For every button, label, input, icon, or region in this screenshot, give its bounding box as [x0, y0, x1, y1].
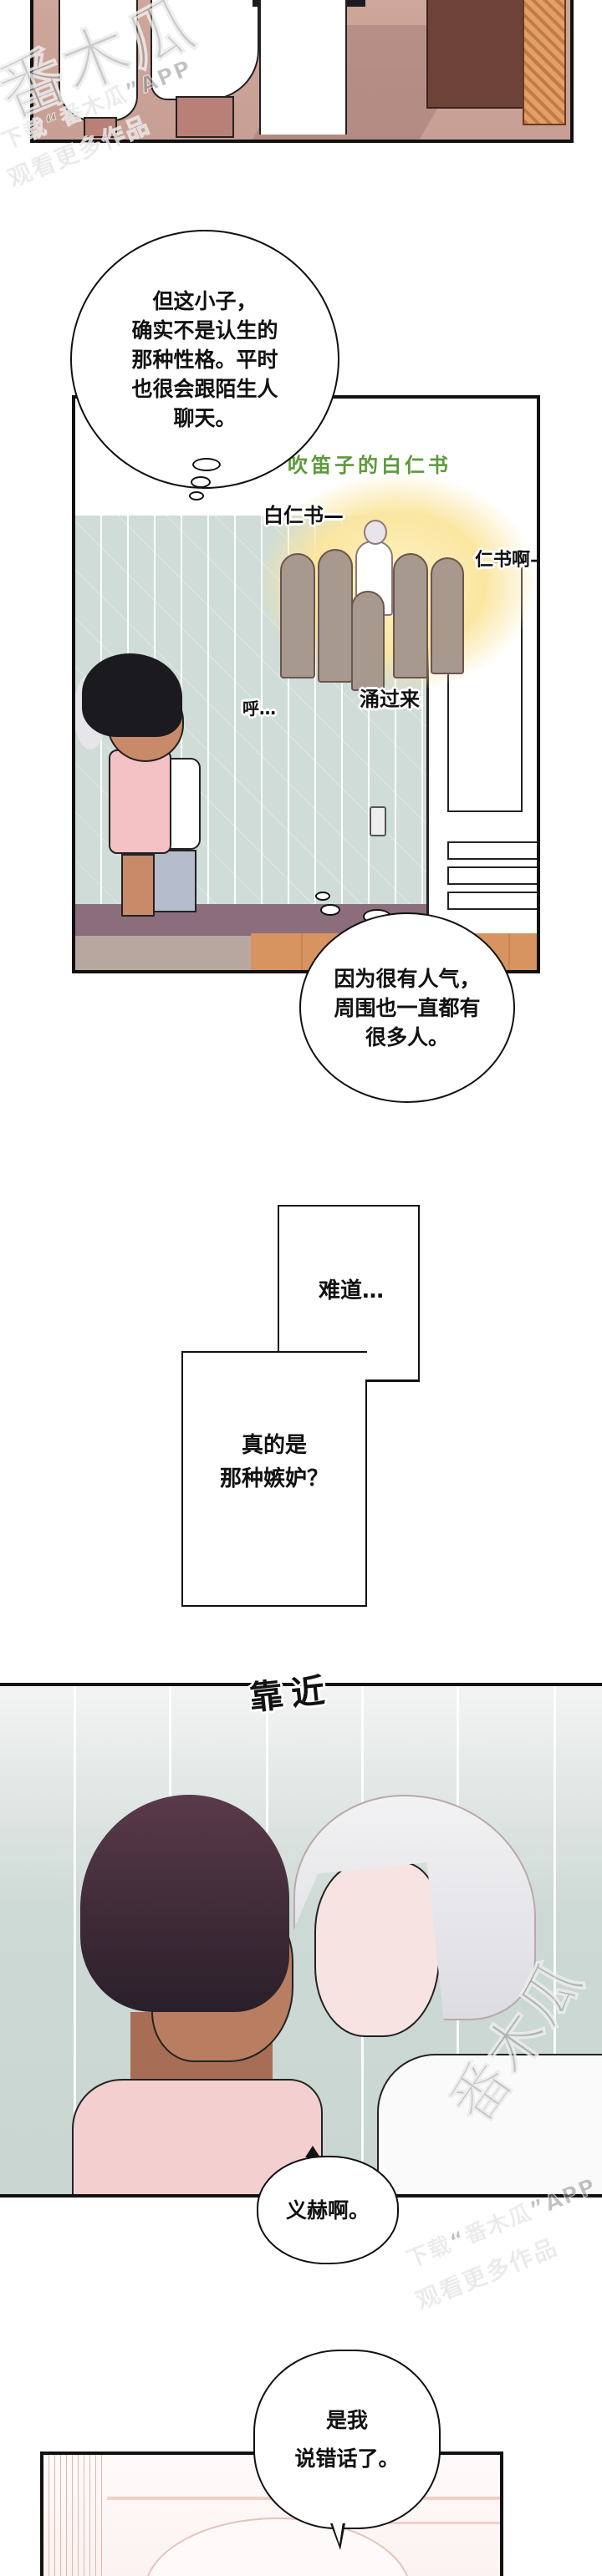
speech-bubble: 是我 说错话了。 — [253, 2350, 441, 2529]
narration-text-bottom: 真的是 那种嫉妒？ — [219, 1433, 329, 1491]
sfx-crowd: 涌过来 — [360, 688, 420, 711]
window-frame-lines — [43, 2455, 107, 2576]
narration-edge — [365, 1379, 420, 1381]
wall-stripe — [74, 1686, 76, 2194]
wooden-cabinet — [426, 0, 527, 109]
comic-panel-2: 吹笛子的白仁书 白仁书— 仁书啊— 呼… 涌过来 — [72, 395, 540, 973]
sfx-call-right: 仁书啊— — [475, 550, 537, 571]
thought-bubble: 因为很有人气， 周围也一直都有 很多人。 — [299, 912, 515, 1103]
silver-haired-man-shirt — [377, 2054, 602, 2194]
thought-text: 但这小子， 确实不是认生的 那种性格。平时 也很会跟陌生人 聊天。 — [131, 288, 278, 430]
sfx-call-left: 白仁书— — [263, 504, 344, 527]
speech-bubble: 义赫啊。 — [257, 2156, 399, 2264]
drawer — [447, 841, 537, 860]
speech-text: 是我 说错话了。 — [294, 2407, 400, 2471]
sfx-sigh: 呼… — [242, 699, 276, 719]
wall-outlet — [370, 806, 386, 836]
crowd-silhouette — [280, 553, 315, 678]
chibi-pink-shirt — [109, 749, 171, 854]
thought-bubble: 但这小子， 确实不是认生的 那种性格。平时 也很会跟陌生人 聊天。 — [70, 230, 339, 489]
chibi-pants — [150, 850, 196, 912]
speech-tail — [305, 2146, 320, 2157]
character-robe-left — [59, 0, 138, 121]
character-leg — [84, 117, 117, 138]
drawer — [447, 866, 537, 885]
character-apron — [259, 0, 347, 135]
comic-panel-1 — [30, 0, 574, 143]
lattice-screen — [523, 0, 566, 125]
crowd-silhouette — [318, 549, 353, 683]
chibi-dark-hair — [82, 653, 182, 737]
dark-haired-man-hair — [80, 1795, 289, 2012]
thought-dot — [315, 892, 330, 901]
comic-panel-3 — [0, 1683, 602, 2197]
drawer — [447, 892, 537, 910]
tile-floor — [75, 936, 251, 970]
narration-joint — [365, 1353, 367, 1381]
chibi-leg — [121, 854, 155, 917]
crowd-silhouette — [431, 557, 464, 674]
narration-text-top: 难道… — [318, 1278, 384, 1303]
caption-flute-boy: 吹笛子的白仁书 — [288, 454, 452, 477]
character-leg — [176, 96, 234, 138]
thought-text: 因为很有人气， 周围也一直都有 很多人。 — [334, 966, 481, 1049]
crowd-silhouette — [393, 553, 428, 678]
window-frame — [294, 2522, 500, 2524]
narration-box-bottom — [181, 1351, 367, 1607]
wall-stripe — [554, 1686, 556, 2194]
character-robe-middle — [150, 0, 259, 100]
speech-tail-fill — [332, 2522, 343, 2544]
silver-haired-boy-head — [364, 520, 387, 545]
thought-dot — [189, 491, 204, 500]
thought-dot — [320, 904, 340, 916]
sfx-approach: 靠近 — [247, 1670, 335, 1719]
speech-text: 义赫啊。 — [285, 2197, 370, 2223]
narration-joint — [279, 1353, 365, 1381]
crowd-silhouette — [351, 591, 385, 691]
thought-dot — [191, 476, 211, 488]
thought-dot — [192, 458, 221, 471]
silver-haired-man-face — [314, 1862, 440, 2037]
